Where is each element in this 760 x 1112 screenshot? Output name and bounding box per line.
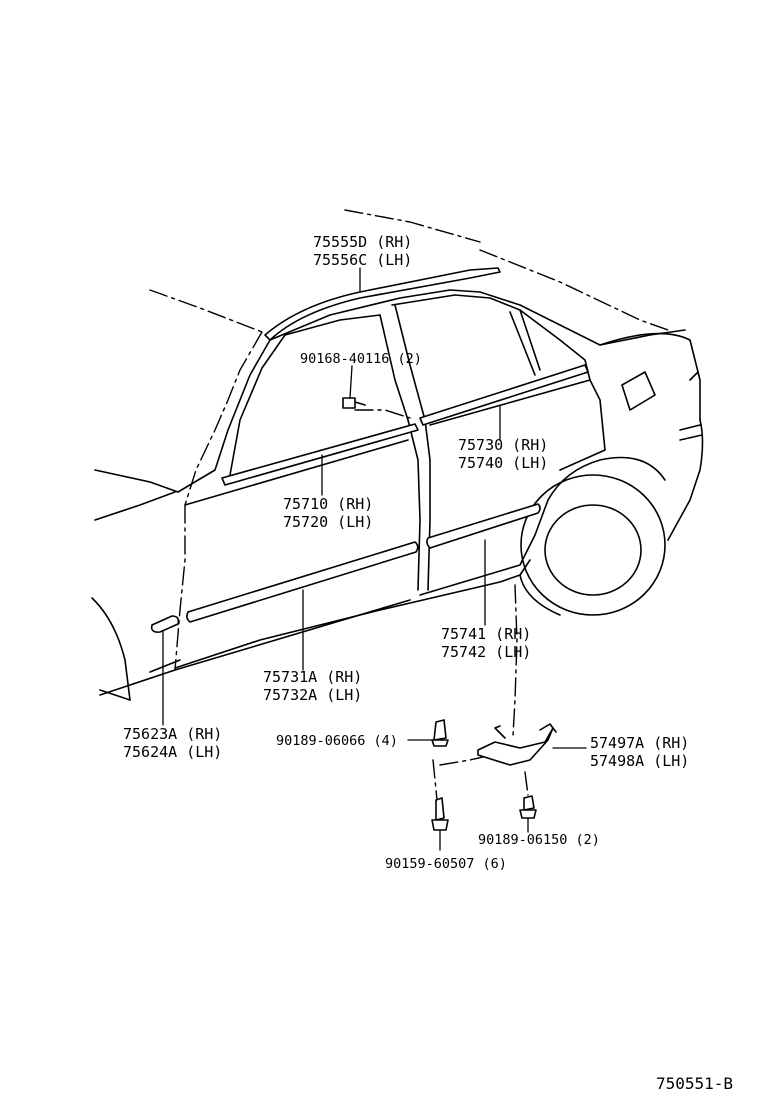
label-bolt-top-text: 90168-40116 (2) <box>300 351 422 367</box>
label-clip-lower: 90189-06150 (2) <box>478 831 600 849</box>
mudguard-part <box>478 724 556 765</box>
label-fender-molding-lh: 75624A (LH) <box>123 743 223 761</box>
figure-id: 750551-B <box>656 1074 734 1093</box>
label-screw-text: 90159-60507 (6) <box>385 856 507 872</box>
label-clip-upper: 90189-06066 (4) <box>276 732 398 750</box>
label-rear-belt-lh: 75740 (LH) <box>458 454 549 472</box>
label-rear-door-molding-rh: 75741 (RH) <box>441 625 532 643</box>
label-mudguard: 57497A (RH) 57498A (LH) <box>590 734 689 770</box>
label-rear-belt: 75730 (RH) 75740 (LH) <box>458 436 548 472</box>
label-front-door-molding: 75731A (RH) 75732A (LH) <box>263 668 362 704</box>
label-clip-lower-text: 90189-06150 (2) <box>478 832 600 848</box>
label-front-door-molding-rh: 75731A (RH) <box>263 668 363 686</box>
label-roof-molding-lh: 75556C (LH) <box>313 251 413 269</box>
label-fender-molding-rh: 75623A (RH) <box>123 725 223 743</box>
label-roof-molding: 75555D (RH) 75556C (LH) <box>313 233 412 269</box>
leader-lines <box>163 268 586 850</box>
label-front-door-molding-lh: 75732A (LH) <box>263 686 363 704</box>
label-fender-molding: 75623A (RH) 75624A (LH) <box>123 725 222 761</box>
label-mudguard-rh: 57497A (RH) <box>590 734 690 752</box>
label-bolt-top: 90168-40116 (2) <box>300 350 422 368</box>
label-front-belt-lh: 75720 (LH) <box>283 513 374 531</box>
phantom-outline <box>150 210 668 800</box>
label-roof-molding-rh: 75555D (RH) <box>313 233 413 251</box>
car-body <box>92 290 703 700</box>
label-mudguard-lh: 57498A (LH) <box>590 752 690 770</box>
label-rear-door-molding: 75741 (RH) 75742 (LH) <box>441 625 531 661</box>
moldings <box>152 268 588 632</box>
label-screw: 90159-60507 (6) <box>385 855 507 873</box>
fasteners <box>432 720 536 830</box>
label-clip-upper-text: 90189-06066 (4) <box>276 733 398 749</box>
label-front-belt-rh: 75710 (RH) <box>283 495 374 513</box>
label-rear-door-molding-lh: 75742 (LH) <box>441 643 532 661</box>
label-rear-belt-rh: 75730 (RH) <box>458 436 549 454</box>
label-front-belt: 75710 (RH) 75720 (LH) <box>283 495 373 531</box>
